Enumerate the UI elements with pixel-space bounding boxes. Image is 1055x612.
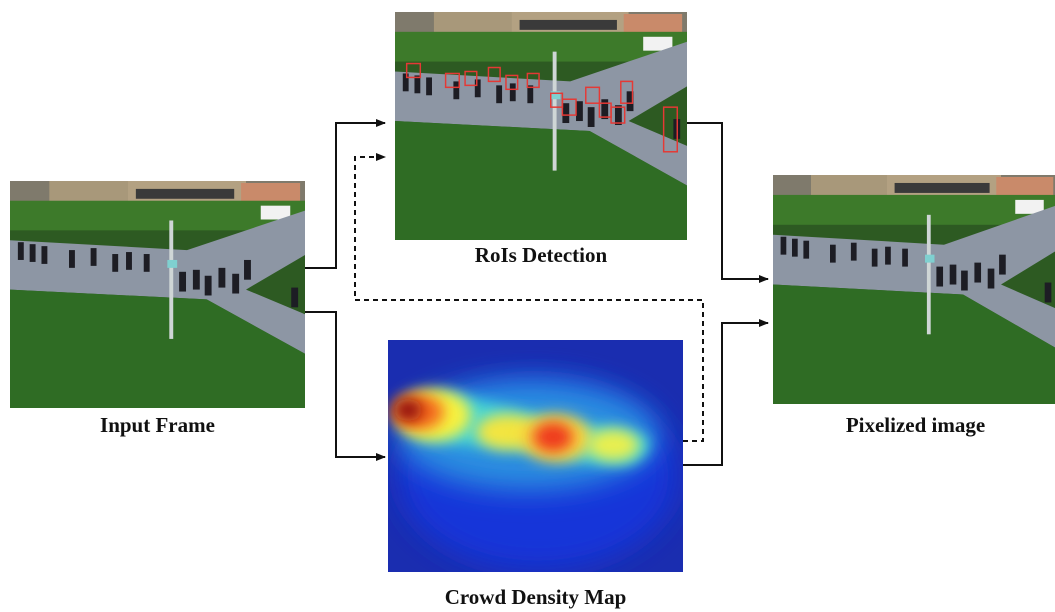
input-frame-caption: Input Frame <box>100 413 215 437</box>
pixelized-image-caption: Pixelized image <box>845 413 986 437</box>
crowd-density-map-image <box>388 340 683 572</box>
arrow-density-to-output <box>683 319 769 466</box>
arrow-input-to-density <box>305 311 386 461</box>
input-frame-image <box>10 181 305 408</box>
pixelized-image <box>773 175 1055 404</box>
rois-detection-caption: RoIs Detection <box>474 243 608 267</box>
rois-detection-image <box>395 12 687 240</box>
crowd-density-map-caption: Crowd Density Map <box>444 585 627 609</box>
arrow-rois-to-output <box>687 122 769 283</box>
roi-bounding-boxes <box>405 62 678 153</box>
arrow-input-to-rois <box>305 119 386 269</box>
